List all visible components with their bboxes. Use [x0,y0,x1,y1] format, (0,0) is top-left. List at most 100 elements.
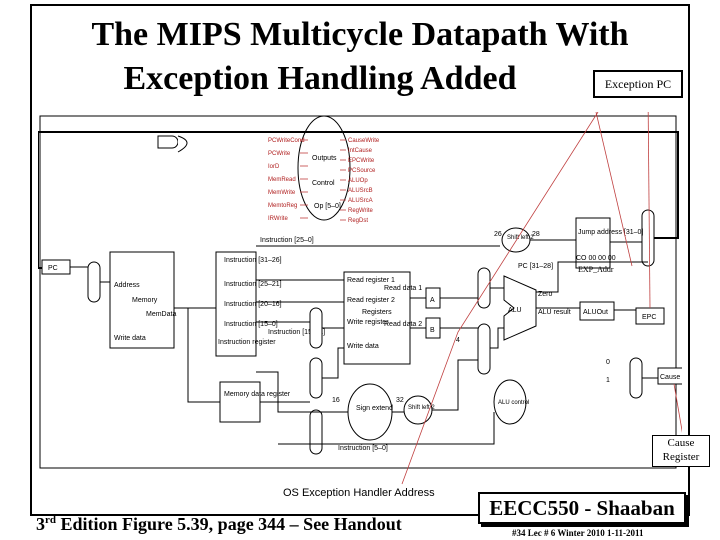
control-signal-label: PCWriteCond [268,138,305,144]
wire-alu-pcmux [536,261,648,293]
sign-extend-label: Sign extend [356,405,393,412]
datapath-diagram: .bx { fill:#fff; stroke:#000; stroke-wid… [38,112,682,485]
memory-unit [109,251,175,349]
register-file [343,271,411,365]
wire-os-handler [401,112,599,485]
shift-left-2b-label: Shift left 2 [408,405,435,411]
bits-32-label: 32 [396,397,404,404]
control-signals-right: CauseWriteIntCauseEPCWritePCSourceALUOpA… [340,138,380,224]
pcsource-mux [641,209,655,267]
wire-mux-wd [322,347,344,379]
control-signal-label: RegDst [348,218,368,224]
read-data2-label: Read data 2 [384,321,422,328]
alusrcb-lower-mux [309,409,323,455]
slide-footer: #34 Lec # 6 Winter 2010 1-11-2011 [512,528,644,538]
instr-31-26-label: Instruction [31–26] [224,257,282,264]
and-gate [157,135,179,149]
alusrca-mux [477,267,491,309]
instr-25-0-label: Instruction [25–0] [260,237,314,244]
b-label: B [430,327,435,334]
wire-instr-aluctl [278,412,495,445]
read-data1-label: Read data 1 [384,285,422,292]
a-label: A [430,297,435,304]
cause-label: Cause [660,374,680,381]
figure-caption: 3rd Edition Figure 5.39, page 344 – See … [36,514,402,535]
wire-cause-callout [673,383,682,433]
caption-rest: Edition Figure 5.39, page 344 – See Hand… [56,514,402,534]
alu-result-label: ALU result [538,309,571,316]
wire-mem-mdr [187,308,220,403]
control-signal-label: PCWrite [268,151,291,157]
shift-left-2a-label: Shift left 2 [507,235,534,241]
caption-ordinal-suffix: rd [45,514,56,526]
control-label: Control [312,180,335,187]
slide-frame [30,4,690,516]
control-unit [297,115,351,221]
slide-title-line-2: Exception Handling Added [123,60,517,97]
control-signal-label: ALUSrcB [348,188,373,194]
read-reg1-label: Read register 1 [347,277,395,284]
alusrcb-mux [477,323,491,375]
ir-label: Instruction register [218,339,276,346]
caption-ordinal: 3 [36,514,45,534]
zeros-label: CO 00 00 00 [576,255,616,262]
instruction-register [215,251,257,357]
wire-shift-mux [432,359,478,411]
control-signal-label: MemWrite [268,190,296,196]
instr-25-21-label: Instruction [25–21] [224,281,282,288]
memory-label: Memory [132,297,158,304]
exp-addr-box [575,217,611,269]
alu-label: ALU [508,307,522,314]
bits-26-label: 26 [494,231,502,238]
course-brand: EECC550 - Shaaban [478,492,686,524]
wire-pcsource-pc [38,131,679,269]
const-4-label: 4 [456,337,460,344]
alu-control-unit [493,379,527,425]
memory-data-register [219,381,261,423]
control-signal-label: ALUOp [348,178,368,184]
write-reg-label: Write register [347,319,389,326]
instr-15-11-label: Instruction [15–11] [268,329,325,336]
control-signal-label: PCSource [348,168,376,174]
exception-pc-callout: Exception PC [593,70,683,98]
control-signal-label: CauseWrite [348,138,380,144]
or-gate [177,135,188,153]
memtoreg-mux [309,357,323,399]
op-label: Op [5–0] [314,203,341,210]
iord-mux [87,261,101,303]
bits-28-label: 28 [532,231,540,238]
control-signal-label: RegWrite [348,208,374,214]
slide-title-line-1: The MIPS Multicycle Datapath With [91,16,629,53]
alu-control-label: ALU control [498,400,529,406]
exp-addr-label: EXP_Addr [578,265,614,274]
registers-label: Registers [362,309,392,316]
reg-write-data-label: Write data [347,343,379,350]
instr-15-0-label: Instruction [15–0] [224,321,278,328]
control-signal-label: EPCWrite [348,158,375,164]
wire-exc-pc [647,112,651,309]
write-data-label: Write data [114,335,146,342]
sign-extend-unit [347,383,393,441]
aluout-label: ALUOut [583,309,608,316]
address-label: Address [114,282,140,289]
wire-ir-signext [256,371,348,413]
wire-mux-alu-b [490,327,504,349]
jump-address-label: Jump address [31–0] [578,229,643,236]
aluout-register [579,301,615,321]
control-signal-label: IorD [268,164,280,170]
cause-register-box [657,367,682,385]
bits-16-label: 16 [332,397,340,404]
cause-register-callout: Cause Register [652,435,710,467]
control-signal-label: ALUSrcA [348,198,373,204]
pc-label: PC [48,265,58,272]
control-signal-label: IntCause [348,148,373,154]
regdst-mux [309,307,323,349]
control-signals-left: PCWriteCondPCWriteIorDMemReadMemWriteMem… [268,138,308,222]
figure-border [39,115,677,469]
instr-5-0-label: Instruction [5–0] [338,445,388,452]
outputs-label: Outputs [312,155,337,162]
memdata-label: MemData [146,311,176,318]
zero-input-label: 0 [606,359,610,366]
read-reg2-label: Read register 2 [347,297,395,304]
pc-31-28-label: PC [31–28] [518,263,553,270]
